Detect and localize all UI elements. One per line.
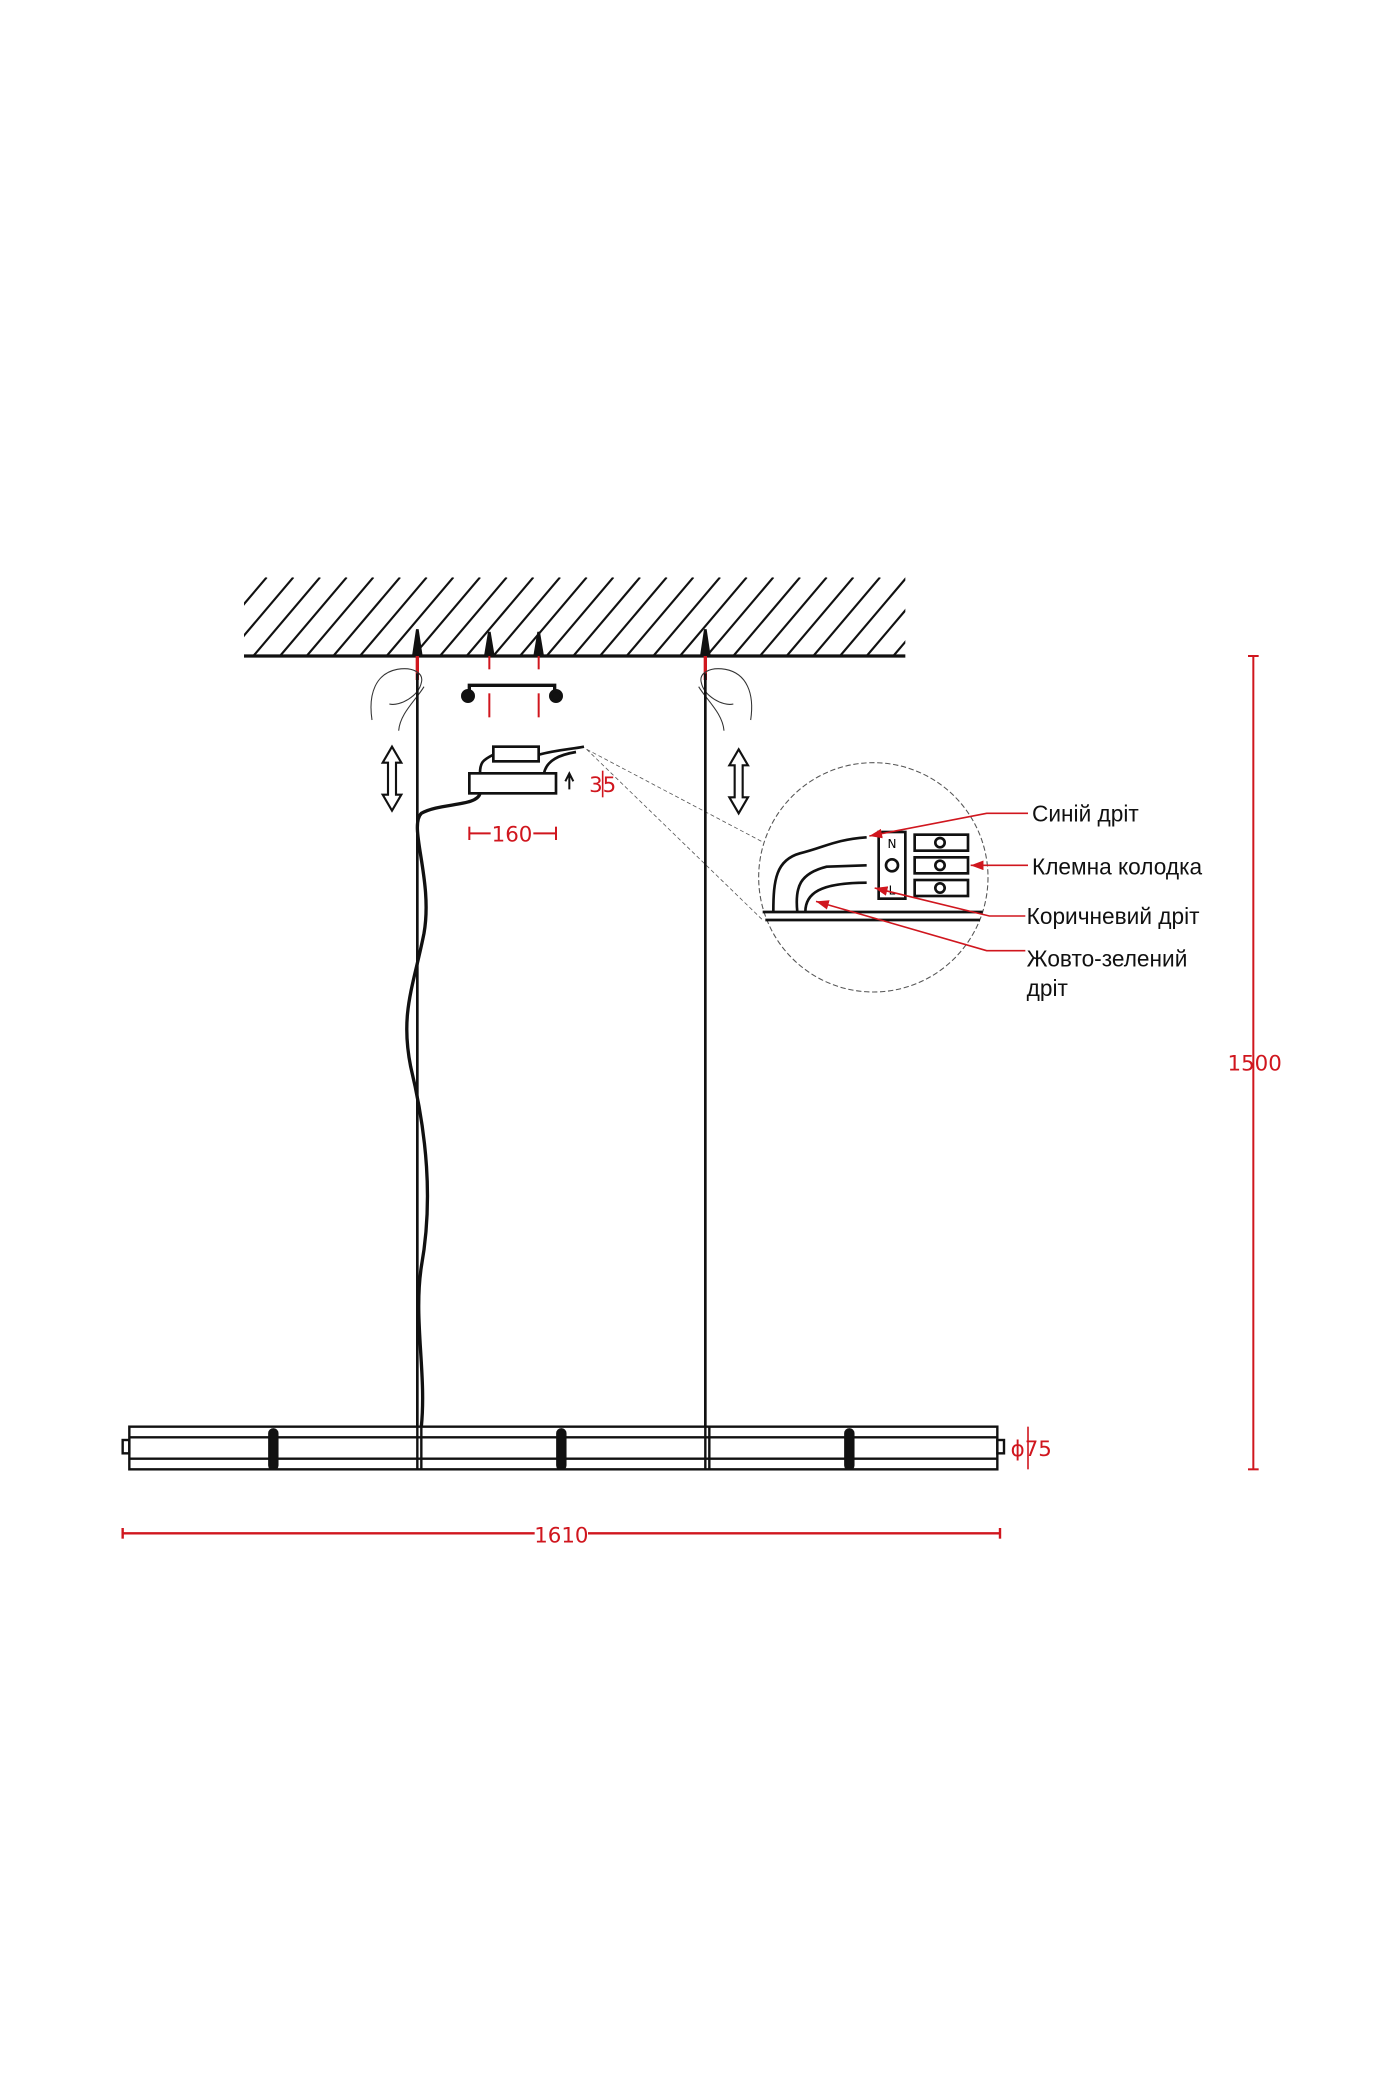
callout-arrows: [815, 812, 1028, 952]
driver-dimension-160: 160: [468, 820, 557, 847]
brown-wire-label: Коричневий дріт: [1027, 903, 1200, 929]
hatch-line: [839, 577, 906, 656]
driver: [467, 745, 585, 795]
hatch-line: [412, 577, 481, 656]
hatch-line: [492, 577, 561, 656]
hatch-line: [359, 577, 428, 656]
height-label: 1500: [1228, 1052, 1282, 1077]
suspension-cables: [416, 673, 707, 1427]
hatch-line: [679, 577, 748, 656]
hatch-line: [759, 577, 828, 656]
hatch-line: [279, 577, 348, 656]
hatch-line: [332, 577, 401, 656]
red-anchor-marks: [415, 656, 707, 718]
driver-width-label: 160: [492, 822, 533, 847]
hatch-line: [705, 577, 775, 656]
hatch-line: [572, 577, 641, 656]
yellow-green-wire-label-line2: дріт: [1027, 975, 1068, 1001]
length-label: 1610: [534, 1524, 588, 1549]
hatch-line: [305, 577, 375, 656]
luminaire-bar: [121, 1425, 1006, 1471]
hatch-line: [545, 577, 615, 656]
hatch-line: [385, 577, 455, 656]
detail-leader-lines: [586, 748, 765, 921]
power-cord: [405, 792, 482, 1427]
terminal-block-label: Клемна колодка: [1032, 854, 1202, 880]
hatch-line: [244, 577, 268, 606]
hatch-line: [812, 577, 881, 656]
terminal-detail: [762, 830, 983, 922]
height-dimension: [1248, 655, 1259, 1471]
live-letter: L: [889, 884, 896, 898]
hatch-line: [244, 577, 295, 638]
hand-icon: [370, 668, 753, 731]
yellow-green-wire-label: Жовто-зелений: [1027, 946, 1188, 972]
hatch-line: [625, 577, 695, 656]
blue-wire-label: Синій дріт: [1032, 800, 1139, 826]
diameter-label: ϕ75: [1011, 1437, 1052, 1462]
hatch-line: [439, 577, 508, 656]
hatch-line: [519, 577, 588, 656]
hatch-line: [865, 608, 906, 656]
hatch-line: [252, 577, 321, 656]
detail-circle: [758, 762, 989, 993]
driver-height-label: 35: [589, 773, 616, 798]
height-adjust-arrow-icon: [380, 744, 750, 816]
hatch-line: [599, 577, 668, 656]
hatch-line: [732, 577, 801, 656]
hatch-line: [973, 577, 1040, 656]
neutral-letter: N: [888, 837, 897, 851]
hatch-line: [920, 577, 987, 656]
hatch-line: [652, 577, 721, 656]
mounting-bracket: [461, 683, 563, 703]
hatch-line: [465, 577, 535, 656]
hatch-line: [785, 577, 855, 656]
hatch-line: [892, 640, 906, 656]
hatch-line: [947, 577, 1014, 656]
ceiling-hatch: [244, 577, 1040, 656]
